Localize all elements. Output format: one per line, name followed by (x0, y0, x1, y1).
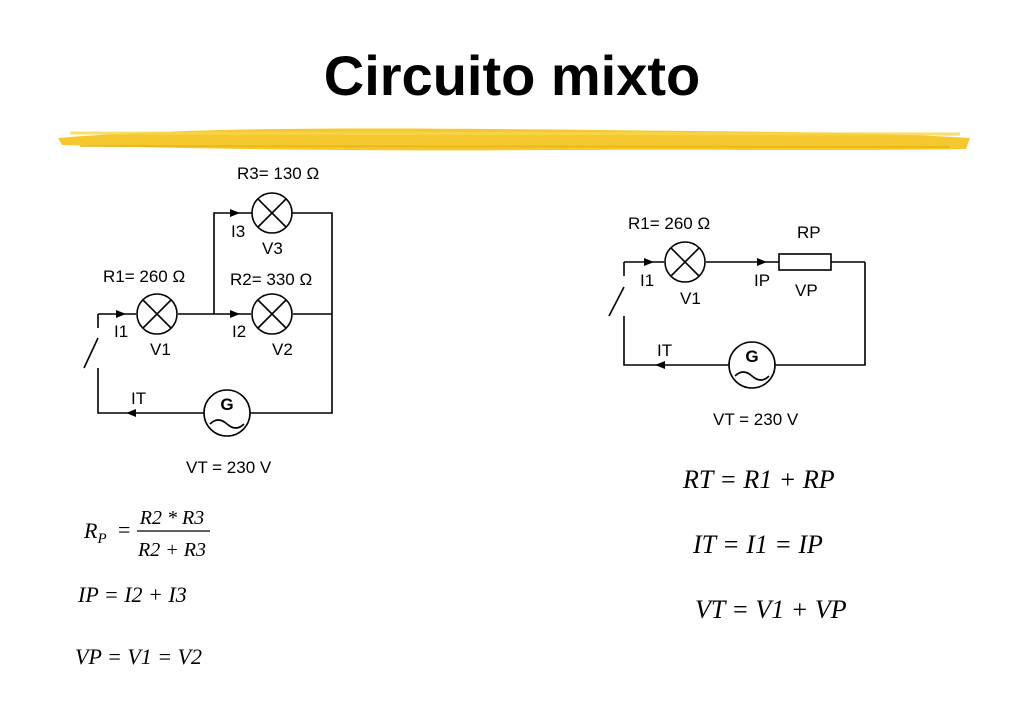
formula-rp-denominator: R2 + R3 (137, 539, 206, 561)
right-label-ip: IP (754, 271, 770, 290)
right-label-r1: R1= 260 Ω (628, 214, 710, 233)
right-label-vt: VT = 230 V (713, 410, 799, 429)
left-label-i1: I1 (114, 322, 128, 341)
left-label-i3: I3 (231, 222, 245, 241)
left-label-r3: R3= 130 Ω (237, 164, 319, 183)
left-lamp-r3 (251, 192, 293, 234)
formula-rp-numerator: R2 * R3 (139, 507, 204, 529)
left-circuit: G R3= 130 Ω R1= 260 Ω R2= 330 Ω I3 V3 I1… (83, 164, 333, 477)
left-arrow-i2 (230, 310, 240, 318)
right-label-vp: VP (795, 281, 818, 300)
left-arrow-it (126, 409, 136, 417)
formula-rp-lhs: RP (83, 518, 107, 547)
left-label-i2: I2 (232, 322, 246, 341)
left-switch (83, 337, 99, 369)
left-wires (97, 212, 333, 414)
left-label-r2: R2= 330 Ω (230, 270, 312, 289)
right-arrow-it (655, 361, 665, 369)
formula-vt: VT = V1 + VP (695, 595, 847, 624)
left-arrow-i1 (116, 310, 126, 318)
formula-ip: IP = I2 + I3 (77, 582, 187, 607)
left-label-r1: R1= 260 Ω (103, 267, 185, 286)
left-label-v2: V2 (272, 340, 293, 359)
left-label-vt: VT = 230 V (186, 458, 272, 477)
left-lamp-r1 (136, 293, 178, 335)
formula-rp: RP = R2 * R3 R2 + R3 (83, 507, 210, 561)
left-arrow-i3 (230, 209, 240, 217)
right-label-it: IT (657, 341, 672, 360)
right-circuit: G R1= 260 Ω RP I1 V1 IP VP IT VT = 230 V (608, 214, 866, 429)
left-label-v3: V3 (262, 239, 283, 258)
formula-vp: VP = V1 = V2 (75, 644, 202, 669)
right-label-i1: I1 (640, 271, 654, 290)
right-lamp-r1 (664, 241, 706, 283)
right-generator-label: G (745, 347, 758, 366)
right-label-rp: RP (797, 223, 821, 242)
slide-title: Circuito mixto (324, 44, 700, 107)
right-arrow-i1 (644, 258, 654, 266)
formula-it: IT = I1 = IP (692, 530, 823, 559)
right-switch (608, 286, 625, 317)
right-arrow-ip (757, 258, 767, 266)
left-lamp-r2 (251, 293, 293, 335)
left-generator-label: G (220, 395, 233, 414)
left-generator-icon (203, 389, 251, 437)
right-resistor-rp (778, 253, 832, 271)
formula-rp-equals: = (118, 517, 130, 542)
highlighter-underline (58, 128, 970, 151)
formula-rt: RT = R1 + RP (682, 465, 835, 494)
left-label-v1: V1 (150, 340, 171, 359)
right-label-v1: V1 (680, 289, 701, 308)
left-label-it: IT (131, 389, 146, 408)
right-generator-icon (728, 341, 776, 389)
